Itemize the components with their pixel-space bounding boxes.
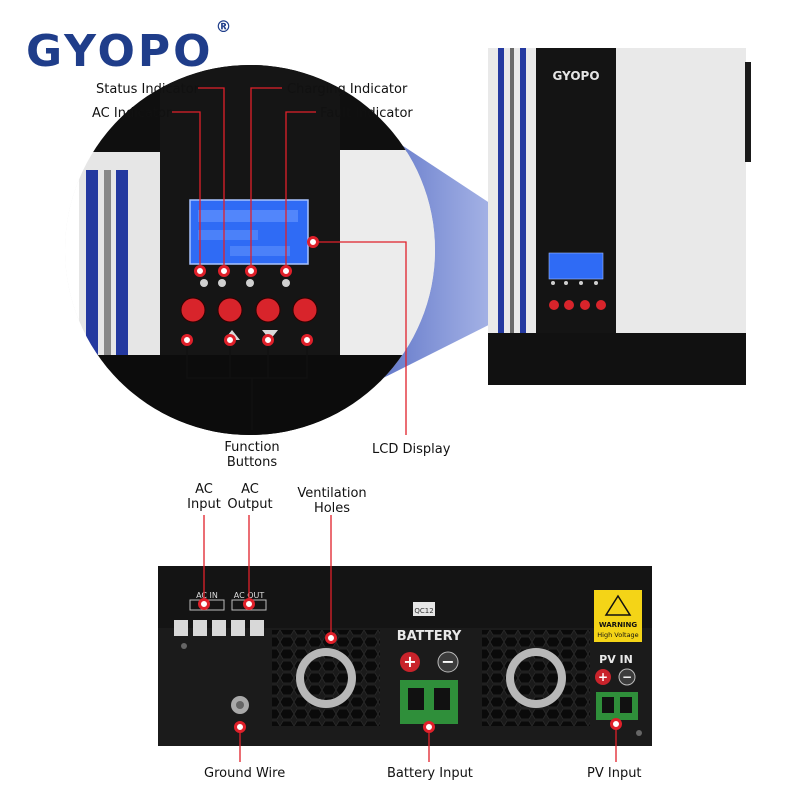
product-front-photo — [488, 48, 751, 385]
svg-text:+: + — [598, 670, 608, 684]
warning-sub-text: High Voltage — [597, 631, 638, 639]
label-lcd-display: LCD Display — [372, 442, 451, 457]
label-ground-wire: Ground Wire — [204, 766, 286, 781]
qc-tag-text: QC12 — [414, 607, 433, 615]
callout-lines-front — [172, 87, 407, 435]
unit-bottom-view: + − + − — [158, 566, 652, 746]
label-ac-input-line1: AC — [195, 482, 213, 497]
label-ac-output: AC Output — [224, 482, 276, 512]
label-ventilation-holes: Ventilation Holes — [292, 486, 372, 516]
ac-in-text: AC IN — [196, 591, 218, 600]
registered-mark: ® — [215, 17, 235, 37]
label-status-indicator: Status Indicator — [96, 82, 200, 97]
label-ac-input: AC Input — [184, 482, 224, 512]
svg-text:−: − — [441, 652, 454, 671]
callout-lines-buttons — [186, 340, 308, 430]
label-function-buttons: Function Buttons — [212, 440, 292, 470]
pv-in-text: PV IN — [599, 653, 633, 666]
label-battery-input: Battery Input — [387, 766, 473, 781]
label-ventilation-line2: Holes — [313, 501, 351, 516]
brand-logo-text: GYOPO — [26, 26, 214, 77]
label-ac-output-line2: Output — [227, 497, 273, 512]
label-function-buttons-line2: Buttons — [226, 455, 278, 470]
svg-text:+: + — [403, 652, 416, 671]
label-function-buttons-line1: Function — [224, 440, 280, 455]
warning-title-text: WARNING — [599, 621, 638, 629]
svg-text:−: − — [622, 670, 632, 684]
label-ac-indicator: AC Indicator — [92, 106, 172, 121]
battery-text: BATTERY — [397, 629, 462, 644]
label-ac-input-line2: Input — [187, 497, 221, 512]
device-logo: GYOPO — [552, 69, 599, 83]
callout-markers-front — [181, 236, 319, 346]
label-pv-input: PV Input — [587, 766, 642, 781]
callout-markers-bottom — [198, 598, 622, 733]
brand-logo: GYOPO® — [26, 17, 235, 77]
label-ac-output-line1: AC — [241, 482, 259, 497]
label-fault-indicator: Fault Indicator — [320, 106, 413, 121]
label-ventilation-line1: Ventilation — [297, 486, 367, 501]
label-charging-indicator: Charging Indicator — [287, 82, 408, 97]
